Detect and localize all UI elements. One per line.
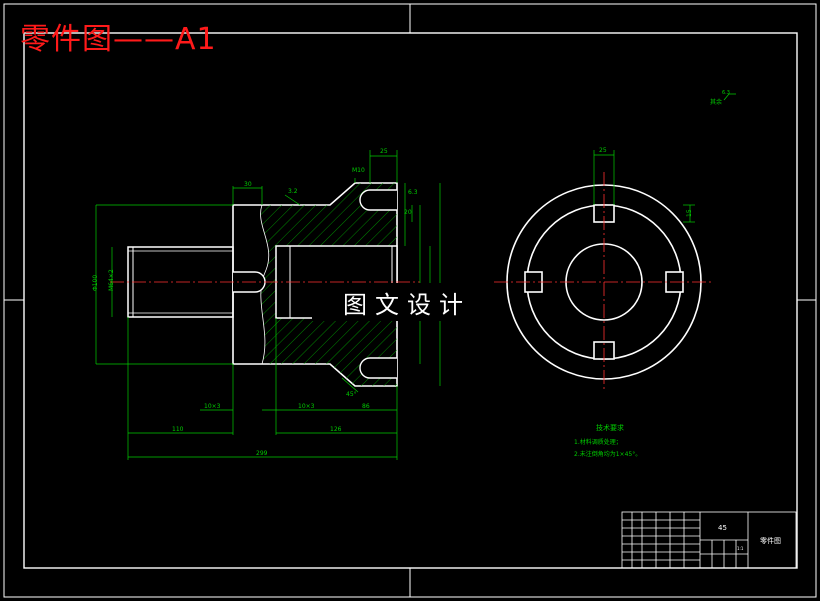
roughness-rest: 其余	[710, 98, 722, 106]
title-block-text: 45 零件图 1:1	[718, 524, 781, 551]
svg-text:6.3: 6.3	[722, 90, 730, 96]
dim-20: 20	[404, 209, 412, 216]
notes-title: 技术要求	[596, 423, 624, 432]
dim-25-side: 25	[599, 147, 607, 154]
dim-110: 110	[172, 426, 184, 433]
material-label: 45	[718, 524, 727, 532]
dim-45deg: 45°	[346, 391, 357, 398]
dim-100: Φ100	[92, 275, 99, 291]
dim-10x3-b: 10×3	[298, 403, 315, 410]
side-dimensions	[593, 150, 695, 223]
centering-marks	[4, 4, 816, 597]
front-view	[110, 182, 420, 387]
dim-6-3: 6.3	[408, 189, 418, 196]
roughness-note: 其余 6.3	[710, 90, 736, 106]
dim-86: 86	[362, 403, 370, 410]
dim-10x3-a: 10×3	[204, 403, 221, 410]
side-dimension-labels: 25 15	[599, 147, 693, 217]
dim-m64: M64×2	[108, 269, 115, 291]
dim-25-top: 25	[380, 148, 388, 155]
drawing-name: 零件图	[760, 536, 781, 545]
page-title: 零件图——A1	[20, 22, 217, 57]
dim-126: 126	[330, 426, 342, 433]
note-2: 2.未注倒角均为1×45°。	[574, 450, 641, 458]
dim-m10: M10	[352, 167, 365, 174]
title-block	[621, 511, 797, 569]
scale-label: 1:1	[737, 546, 744, 551]
dim-15: 15	[686, 209, 693, 217]
top-slot	[359, 189, 397, 211]
dim-299: 299	[256, 450, 268, 457]
side-centerlines	[494, 172, 714, 392]
section-hatch	[260, 183, 397, 386]
dim-30: 30	[244, 181, 252, 188]
technical-notes: 技术要求 1.材料调质处理； 2.未注倒角均为1×45°。	[574, 423, 641, 458]
dim-chamfer: 3.2	[288, 188, 298, 195]
watermark-label: 图文设计	[312, 283, 502, 321]
front-dimension-labels: 30 25 M10 3.2 6.3 20 Φ100 M64×2 110 126 …	[92, 148, 418, 457]
bottom-slot	[359, 357, 397, 379]
note-1: 1.材料调质处理；	[574, 438, 622, 446]
